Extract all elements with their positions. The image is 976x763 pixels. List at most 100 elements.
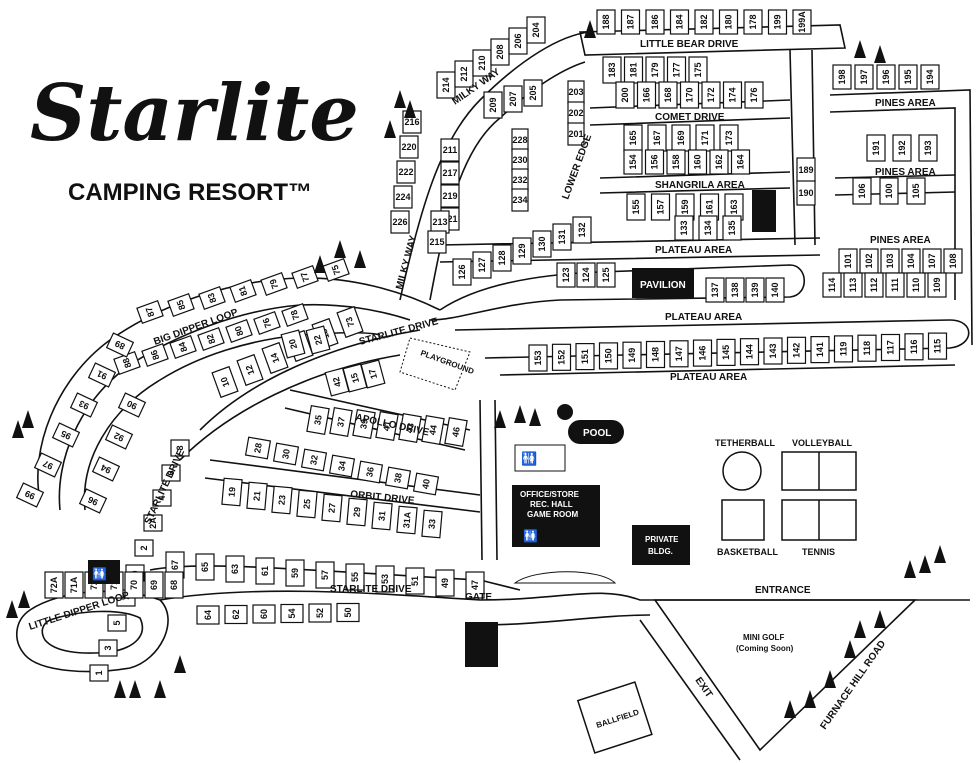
campsite-number: 27 [327, 503, 338, 514]
campsite-number: 157 [656, 199, 666, 214]
campsite-number: 86 [149, 349, 162, 362]
campsite-number: 78 [289, 309, 302, 322]
campsite-number: 49 [440, 578, 450, 588]
campsite-number: 142 [792, 343, 802, 358]
tree-icon [494, 410, 506, 428]
campsite-209: 209 [483, 91, 503, 119]
campsite-number: 123 [561, 267, 571, 282]
campsite-23: 23 [271, 485, 293, 515]
campsite-198: 198 [832, 64, 852, 90]
campsite-number: 209 [488, 97, 498, 112]
campsite-number: 82 [205, 333, 218, 346]
campsite-number: 8 [175, 445, 185, 450]
campsite-193: 193 [918, 134, 938, 162]
campsite-number: 177 [672, 62, 682, 77]
campsite-number: 151 [580, 349, 590, 364]
campsite-149: 149 [622, 341, 642, 369]
campsite-212: 212 [454, 60, 474, 88]
campsite-31: 31 [371, 501, 393, 531]
campsite-number: 148 [651, 347, 661, 362]
campsite-number: 107 [927, 253, 937, 268]
campsite-53: 53 [375, 565, 395, 593]
campsite-number: 76 [261, 317, 274, 330]
campsite-number: 164 [736, 154, 746, 169]
amenities: PAVILION PLAYGROUND POOL 🚻 OFFICE/STORE … [88, 190, 857, 754]
campsite-55: 55 [345, 563, 365, 591]
campsite-number: 179 [650, 62, 660, 77]
campsite-number: 207 [508, 91, 518, 106]
trees [6, 20, 946, 718]
campsite-number: 62 [231, 609, 241, 619]
campsite-104: 104 [901, 248, 921, 274]
campsite-201: 201 [567, 122, 585, 146]
campsite-83: 83 [198, 285, 226, 311]
campsite-57: 57 [315, 561, 335, 589]
campsite-167: 167 [647, 124, 667, 152]
campsite-30: 30 [272, 442, 300, 466]
campsite-190: 190 [796, 180, 816, 206]
campsite-39: 39 [352, 408, 376, 440]
campsite-142: 142 [786, 336, 807, 364]
office-label-2: REC. HALL [530, 500, 573, 509]
campsite-number: 67 [170, 560, 180, 570]
campsite-140: 140 [765, 277, 785, 303]
campsite-158: 158 [666, 149, 686, 175]
campsite-number: 192 [897, 140, 907, 155]
campsite-number: 141 [815, 342, 825, 357]
campsite-number: 6 [166, 470, 176, 475]
campsite-108: 108 [943, 248, 963, 274]
campsite-number: 135 [727, 220, 737, 235]
campsite-162: 162 [709, 149, 729, 175]
campsite-14: 14 [261, 341, 289, 375]
tree-icon [784, 700, 796, 718]
tree-icon [854, 40, 866, 58]
campsite-number: 161 [705, 199, 715, 214]
campsite-number: 194 [925, 69, 935, 84]
tennis-label: TENNIS [802, 547, 835, 557]
campsite-number: 54 [287, 608, 297, 618]
campsite-199A: 199A [792, 9, 812, 35]
campsite-119: 119 [833, 335, 854, 363]
campsite-number: 160 [693, 154, 703, 169]
campsite-46: 46 [444, 416, 468, 448]
tree-icon [824, 670, 836, 688]
campsite-189: 189 [796, 157, 816, 183]
tree-icon [919, 555, 931, 573]
gate-building [465, 622, 498, 667]
campsite-number: 1 [94, 670, 104, 675]
campsite-number: 71A [69, 576, 79, 593]
campsite-174: 174 [722, 81, 743, 109]
campsite-118: 118 [857, 334, 877, 362]
brand-logo: Starlite [30, 68, 359, 159]
campsite-number: 91 [95, 368, 108, 381]
campsite-number: 38 [392, 472, 404, 484]
tree-icon [154, 680, 166, 698]
campsite-number: 118 [862, 341, 872, 356]
campsite-number: 64 [203, 610, 213, 620]
campsite-number: 17 [367, 368, 379, 380]
campsite-number: 198 [837, 69, 847, 84]
campsite-141: 141 [810, 336, 830, 364]
campsite-number: 221 [442, 214, 457, 224]
campsite-101: 101 [838, 248, 858, 274]
campsite-number: 65 [200, 562, 210, 572]
campsite-187: 187 [620, 9, 641, 35]
campsite-89: 89 [105, 332, 135, 358]
campsite-number: 113 [848, 278, 858, 293]
campsite-number: 158 [671, 154, 681, 169]
campsite-number: 106 [857, 183, 867, 198]
campsite-132: 132 [572, 216, 592, 244]
campsite-number: 97 [41, 458, 54, 471]
campsite-number: 126 [457, 264, 467, 279]
tree-icon [394, 90, 406, 108]
campsite-number: 33 [427, 519, 438, 530]
campsite-number: 152 [557, 350, 567, 365]
campsite-number: 70 [129, 580, 139, 590]
campsite-number: 90 [125, 398, 138, 411]
campsite-number: 89 [113, 338, 126, 351]
campsite-65: 65 [195, 553, 215, 581]
campsite-21: 21 [246, 481, 268, 511]
campsite-number: 174 [728, 87, 738, 102]
label-pines-area-1: PINES AREA [875, 98, 936, 109]
campsite-number: 101 [843, 253, 853, 268]
